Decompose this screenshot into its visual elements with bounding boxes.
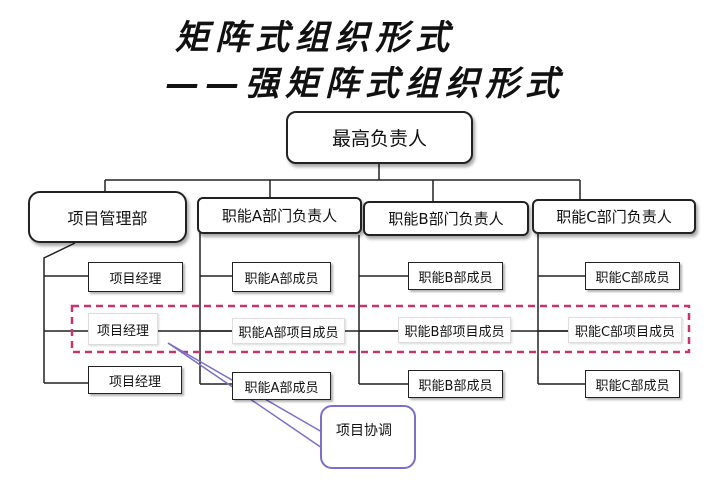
node-func-c-project-member: 职能C部项目成员 (568, 317, 682, 343)
node-func-b-member-2: 职能B部成员 (408, 370, 503, 398)
node-project-manager-3: 项目经理 (88, 366, 182, 394)
node-func-c-member-2: 职能C部成员 (585, 370, 680, 398)
callout-project-coordination: 项目协调 (320, 405, 416, 469)
node-func-c-head: 职能C部门负责人 (532, 199, 696, 234)
node-project-manager-1: 项目经理 (88, 262, 183, 292)
node-func-b-member-1: 职能B部成员 (408, 262, 503, 290)
node-pm-dept: 项目管理部 (28, 191, 187, 243)
node-func-b-project-member: 职能B部项目成员 (398, 317, 511, 343)
node-func-a-project-member: 职能A部项目成员 (232, 318, 345, 344)
node-func-a-head: 职能A部门负责人 (197, 197, 362, 234)
node-top-leader: 最高负责人 (286, 111, 473, 164)
node-func-c-member-1: 职能C部成员 (585, 262, 680, 290)
node-func-a-member-2: 职能A部成员 (232, 372, 331, 400)
node-func-b-head: 职能B部门负责人 (363, 201, 529, 236)
title-line-1: 矩阵式组织形式 (175, 18, 455, 58)
project-team-highlight (70, 304, 691, 354)
node-func-a-member-1: 职能A部成员 (232, 262, 331, 292)
node-project-manager-2: 项目经理 (88, 313, 158, 345)
title-line-2: ——强矩阵式组织形式 (165, 64, 565, 104)
